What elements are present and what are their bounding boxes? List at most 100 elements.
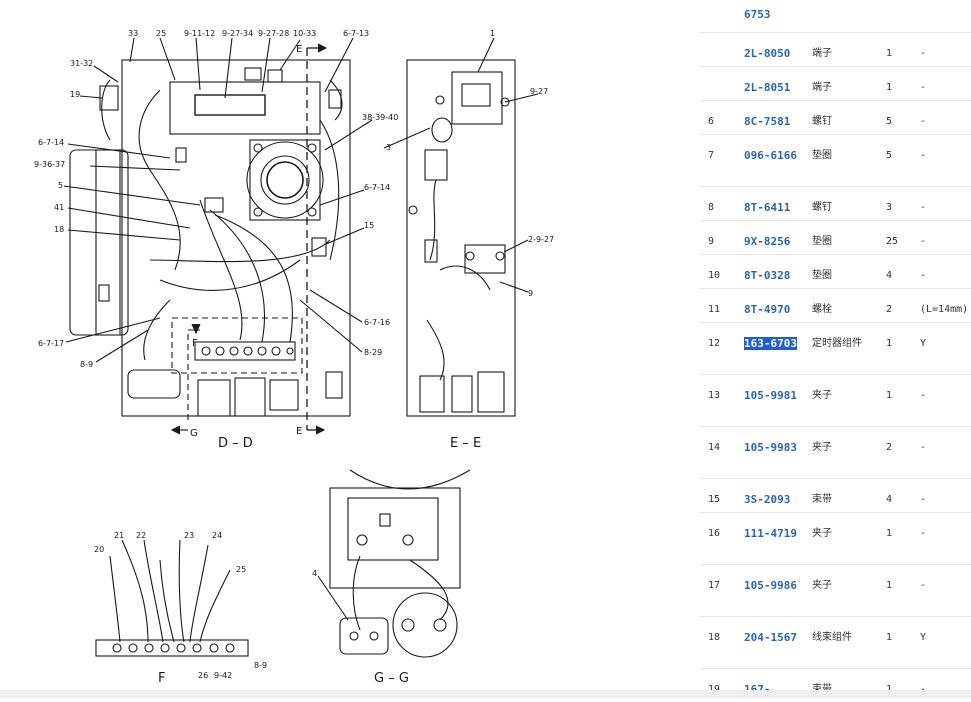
item-number-cell: 8	[700, 186, 744, 221]
callout: 25	[236, 565, 246, 574]
part-number-link-cell[interactable]: 8C-7581	[744, 100, 812, 135]
callout: 21	[114, 531, 124, 540]
remark: -	[920, 235, 927, 247]
part-number-link-cell[interactable]: 8T-0328	[744, 254, 812, 289]
part-number-link-cell[interactable]: 8T-6411	[744, 186, 812, 221]
remark-cell: -	[920, 478, 971, 513]
part-number-link[interactable]: 2L-8051	[744, 80, 791, 94]
remark: -	[920, 389, 927, 401]
quantity: 5	[886, 149, 893, 161]
part-number-link[interactable]: 3S-2093	[744, 492, 791, 506]
item-number: 8	[708, 201, 715, 213]
item-number-cell: 16	[700, 512, 744, 565]
callout: 20	[94, 545, 104, 554]
view-label-dd: D – D	[218, 436, 253, 451]
part-number-link-cell[interactable]: 2L-8050	[744, 32, 812, 67]
part-number-link[interactable]: 111-4719	[744, 526, 797, 540]
callout: 8-9	[80, 360, 93, 369]
remark-cell: -	[920, 186, 971, 221]
callout: 25	[156, 29, 166, 38]
part-number-link[interactable]: 8C-7581	[744, 114, 791, 128]
part-number-link-cell[interactable]: 105-9986	[744, 564, 812, 617]
part-number-link[interactable]: 105-9983	[744, 440, 797, 454]
quantity: 5	[886, 115, 893, 127]
quantity-cell: 3	[886, 186, 920, 221]
part-number-link[interactable]: 6753	[744, 8, 771, 21]
item-number-cell	[700, 66, 744, 101]
part-number-link-cell[interactable]: 3S-2093	[744, 478, 812, 513]
item-number-cell: 14	[700, 426, 744, 479]
part-number-link-cell[interactable]: 163-6703	[744, 322, 812, 375]
quantity-cell: 25	[886, 220, 920, 255]
remark-cell: -	[920, 374, 971, 427]
part-name-cell: 线束组件	[812, 616, 886, 669]
part-number-link-cell[interactable]: 204-1567	[744, 616, 812, 669]
remark-cell: -	[920, 512, 971, 565]
part-number-link-cell[interactable]: 6753	[744, 0, 812, 33]
part-number-link-cell[interactable]: 111-4719	[744, 512, 812, 565]
parts-diagram: D – D E – E F G – G E E G F 33 25 9-11-1…	[34, 29, 554, 686]
item-number-cell	[700, 0, 744, 33]
quantity: 1	[886, 527, 893, 539]
horizontal-scrollbar[interactable]	[0, 690, 971, 698]
part-number-link-cell[interactable]: 105-9981	[744, 374, 812, 427]
remark: (L=14mm)	[920, 303, 969, 315]
ee-panel-outline	[406, 59, 516, 417]
remark: -	[920, 493, 927, 505]
part-number-link-cell[interactable]: 105-9983	[744, 426, 812, 479]
remark-cell: (L=14mm)	[920, 288, 971, 323]
part-name-cell: 端子	[812, 32, 886, 67]
part-number-link-cell[interactable]: 2L-8051	[744, 66, 812, 101]
part-number-link[interactable]: 8T-6411	[744, 200, 791, 214]
remark-cell: -	[920, 564, 971, 617]
part-name-cell: 定时器组件	[812, 322, 886, 375]
quantity: 1	[886, 389, 893, 401]
quantity: 2	[886, 303, 893, 315]
part-name: 夹子	[812, 579, 832, 591]
callout: 6-7-13	[343, 29, 369, 38]
part-number-link[interactable]: 096-6166	[744, 148, 797, 162]
part-name-cell: 夹子	[812, 564, 886, 617]
callout: 9	[528, 289, 533, 298]
item-number: 17	[708, 579, 721, 591]
part-number-link-cell[interactable]: 8T-4970	[744, 288, 812, 323]
callout: 6-7-17	[38, 339, 64, 348]
part-number-link[interactable]: 204-1567	[744, 630, 797, 644]
part-number-link[interactable]: 8T-0328	[744, 268, 791, 282]
part-number-link-cell[interactable]: 096-6166	[744, 134, 812, 187]
callout: 19	[70, 90, 80, 99]
part-number-link[interactable]: 8T-4970	[744, 302, 791, 316]
part-number-link[interactable]: 9X-8256	[744, 234, 791, 248]
part-number-link[interactable]: 105-9981	[744, 388, 797, 402]
quantity-cell: 1	[886, 66, 920, 101]
quantity: 2	[886, 441, 893, 453]
view-label-gg: G – G	[374, 671, 409, 686]
item-number-cell: 15	[700, 478, 744, 513]
dd-top-bracket	[169, 81, 321, 135]
remark-cell	[920, 0, 971, 33]
view-label-ee: E – E	[450, 436, 481, 451]
quantity: 1	[886, 579, 893, 591]
part-number-link-cell[interactable]: 9X-8256	[744, 220, 812, 255]
f-terminal-strip	[95, 639, 249, 657]
part-number-link[interactable]: 105-9986	[744, 578, 797, 592]
part-number-link[interactable]: 163-6703	[744, 336, 797, 350]
quantity-cell: 1	[886, 32, 920, 67]
part-name-cell: 螺栓	[812, 288, 886, 323]
remark: -	[920, 527, 927, 539]
part-name: 垫圈	[812, 269, 832, 281]
part-name: 定时器组件	[812, 337, 862, 349]
part-name: 端子	[812, 47, 832, 59]
remark: -	[920, 683, 927, 695]
callout: 9-27	[530, 87, 548, 96]
item-number: 7	[708, 149, 715, 161]
item-number: 13	[708, 389, 721, 401]
remark: -	[920, 149, 927, 161]
part-number-link[interactable]: 2L-8050	[744, 46, 791, 60]
